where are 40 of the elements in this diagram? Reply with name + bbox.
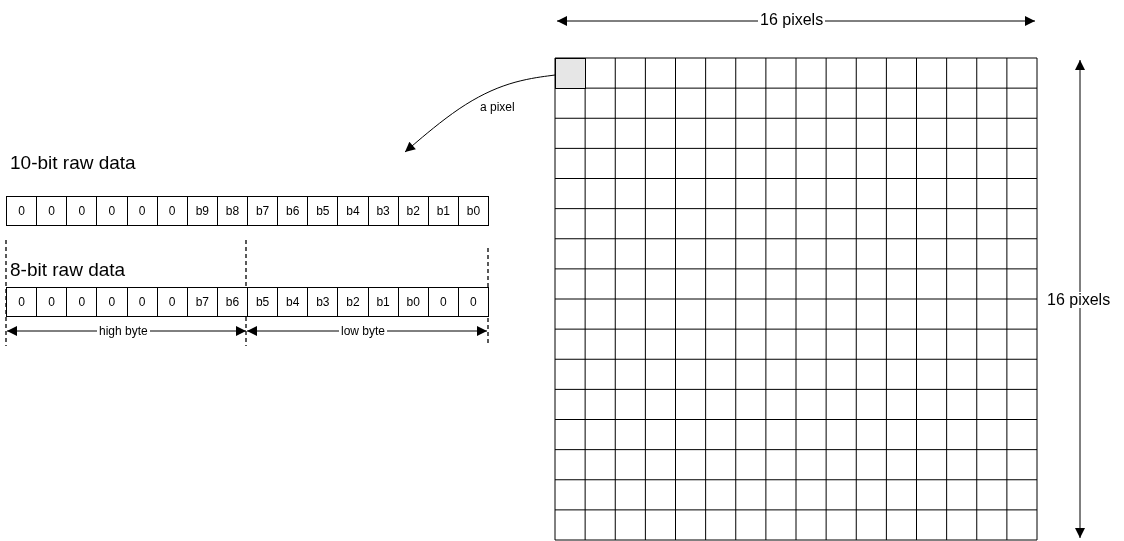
pixel-square xyxy=(555,58,586,89)
bit-cell: 0 xyxy=(156,196,188,226)
bit-cell: 0 xyxy=(126,287,158,317)
bit-cell: 0 xyxy=(36,196,68,226)
bit-cell: b2 xyxy=(397,196,429,226)
bit-cell: 0 xyxy=(66,287,98,317)
bit-cell: b5 xyxy=(247,287,279,317)
edge-label: a pixel xyxy=(478,99,517,114)
row-heading: 10-bit raw data xyxy=(10,152,136,175)
bit-cell: 0 xyxy=(156,287,188,317)
bit-cell: b6 xyxy=(277,196,309,226)
bit-cell: 0 xyxy=(36,287,68,317)
bit-cell: b3 xyxy=(367,196,399,226)
bit-cell: 0 xyxy=(66,196,98,226)
bit-cell: b7 xyxy=(186,287,218,317)
bit-cell: b1 xyxy=(427,196,459,226)
bit-cell: b4 xyxy=(277,287,309,317)
bit-cell: b7 xyxy=(247,196,279,226)
bit-cell: b1 xyxy=(367,287,399,317)
dimension-label: high byte xyxy=(97,325,150,337)
bit-cell: 0 xyxy=(427,287,459,317)
bit-cell: 0 xyxy=(96,287,128,317)
bit-cell: b3 xyxy=(307,287,339,317)
row-heading: 8-bit raw data xyxy=(10,259,126,282)
bit-cell: b6 xyxy=(216,287,248,317)
bit-cell: 0 xyxy=(457,287,489,317)
bit-cell: b0 xyxy=(397,287,429,317)
bit-cell: b2 xyxy=(337,287,369,317)
bit-cell: 0 xyxy=(6,287,38,317)
bit-cell: b9 xyxy=(186,196,218,226)
dimension-label: low byte xyxy=(339,325,388,337)
dimension-label: 16 pixels xyxy=(758,12,826,28)
dimension-label: 16 pixels xyxy=(1045,292,1113,308)
bit-cell: 0 xyxy=(126,196,158,226)
bit-cell: 0 xyxy=(6,196,38,226)
bit-cell: b4 xyxy=(337,196,369,226)
bit-cell: 0 xyxy=(96,196,128,226)
bit-cell: b5 xyxy=(307,196,339,226)
bit-cell: b8 xyxy=(216,196,248,226)
bit-cell: b0 xyxy=(457,196,489,226)
